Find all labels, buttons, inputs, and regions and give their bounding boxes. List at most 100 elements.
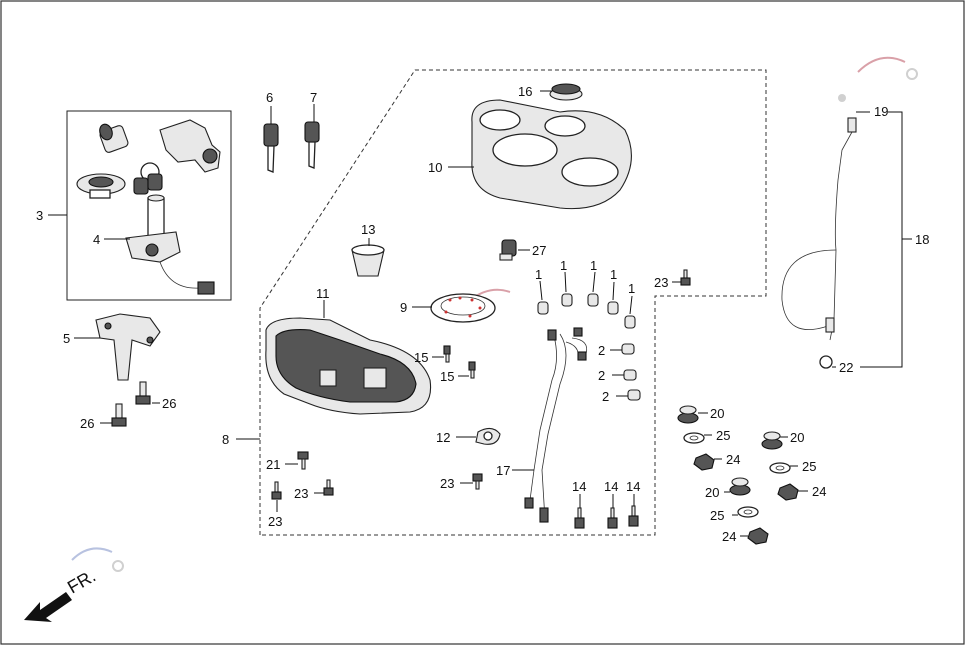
washer-25-b bbox=[769, 462, 791, 474]
meter-assembly-boundary bbox=[259, 69, 767, 536]
washer-25-c bbox=[737, 506, 759, 518]
lock-cylinder-small bbox=[99, 123, 129, 153]
label-26-upper: 26 bbox=[162, 396, 176, 411]
bulb-1-a bbox=[537, 301, 549, 315]
label-23-lower-center: 23 bbox=[294, 486, 308, 501]
screw-23-lower-left bbox=[271, 481, 282, 500]
label-5: 5 bbox=[63, 331, 70, 346]
bulb-2-b bbox=[623, 369, 637, 381]
ignition-switch bbox=[125, 194, 215, 295]
label-20-a: 20 bbox=[710, 406, 724, 421]
label-1-b: 1 bbox=[560, 258, 567, 273]
label-1-d: 1 bbox=[610, 267, 617, 282]
bulb-2-c bbox=[627, 389, 641, 401]
lock-cap-round bbox=[76, 173, 126, 199]
label-20-b: 20 bbox=[790, 430, 804, 445]
washer-25-a bbox=[683, 432, 705, 444]
grommet-20-a bbox=[677, 405, 699, 424]
label-27: 27 bbox=[532, 243, 546, 258]
bolt-26-lower bbox=[111, 403, 127, 427]
label-19: 19 bbox=[874, 104, 888, 119]
front-direction-arrow-icon bbox=[24, 592, 72, 622]
label-18: 18 bbox=[915, 232, 929, 247]
meter-cover-10 bbox=[471, 99, 632, 210]
label-13: 13 bbox=[361, 222, 375, 237]
bulb-1-b bbox=[561, 293, 573, 307]
nut-24-a bbox=[693, 453, 715, 471]
label-4: 4 bbox=[93, 232, 100, 247]
label-15-upper: 15 bbox=[414, 350, 428, 365]
label-2-c: 2 bbox=[602, 389, 609, 404]
screw-14-c bbox=[628, 505, 639, 527]
meter-dial-9 bbox=[430, 293, 496, 323]
plug-27 bbox=[499, 239, 517, 261]
label-17: 17 bbox=[496, 463, 510, 478]
bulb-socket-13 bbox=[351, 244, 385, 277]
label-2-b: 2 bbox=[598, 368, 605, 383]
label-14-b: 14 bbox=[604, 479, 618, 494]
label-14-c: 14 bbox=[626, 479, 640, 494]
label-12: 12 bbox=[436, 430, 450, 445]
nut-24-b bbox=[777, 483, 799, 501]
label-26-lower: 26 bbox=[80, 416, 94, 431]
front-direction-label: FR. bbox=[64, 566, 99, 598]
bulb-2-a bbox=[621, 343, 635, 355]
nut-24-c bbox=[747, 527, 769, 545]
grommet-20-c bbox=[729, 477, 751, 496]
grommet-16 bbox=[549, 83, 583, 101]
label-23-upper-right: 23 bbox=[654, 275, 668, 290]
key-7 bbox=[304, 121, 320, 169]
keys-on-ring bbox=[133, 162, 163, 195]
label-10: 10 bbox=[428, 160, 442, 175]
clamp-12 bbox=[475, 427, 501, 445]
bulb-1-d bbox=[607, 301, 619, 315]
screw-14-b bbox=[607, 507, 618, 529]
ignition-set-frame bbox=[66, 110, 232, 301]
screw-14-a bbox=[574, 507, 585, 529]
label-2-a: 2 bbox=[598, 343, 605, 358]
label-6: 6 bbox=[266, 90, 273, 105]
label-25-b: 25 bbox=[802, 459, 816, 474]
screw-23-upper-right bbox=[680, 269, 691, 286]
key-6 bbox=[263, 123, 279, 173]
screw-15-upper bbox=[443, 345, 451, 363]
label-24-a: 24 bbox=[726, 452, 740, 467]
label-25-a: 25 bbox=[716, 428, 730, 443]
screw-23-lower-center bbox=[323, 479, 334, 496]
bulb-1-e bbox=[624, 315, 636, 329]
wire-harness-17 bbox=[524, 327, 588, 523]
grommet-20-b bbox=[761, 431, 783, 450]
label-14-a: 14 bbox=[572, 479, 586, 494]
watermark-bottom-left bbox=[71, 547, 124, 572]
meter-case-11 bbox=[265, 317, 432, 415]
label-20-c: 20 bbox=[705, 485, 719, 500]
speedometer-cable-18 bbox=[781, 117, 857, 369]
label-8: 8 bbox=[222, 432, 229, 447]
label-3: 3 bbox=[36, 208, 43, 223]
label-11: 11 bbox=[316, 286, 330, 301]
label-21: 21 bbox=[266, 457, 280, 472]
bulb-1-c bbox=[587, 293, 599, 307]
screw-21 bbox=[297, 451, 309, 470]
label-9: 9 bbox=[400, 300, 407, 315]
label-15-lower: 15 bbox=[440, 369, 454, 384]
label-16: 16 bbox=[518, 84, 532, 99]
label-24-b: 24 bbox=[812, 484, 826, 499]
label-24-c: 24 bbox=[722, 529, 736, 544]
seat-lock-body bbox=[159, 119, 221, 173]
label-1-c: 1 bbox=[590, 258, 597, 273]
screw-15-lower bbox=[468, 361, 476, 379]
bracket-5 bbox=[95, 313, 161, 381]
label-23-middle: 23 bbox=[440, 476, 454, 491]
screw-23-middle bbox=[472, 473, 483, 490]
label-23-lower-left: 23 bbox=[268, 514, 282, 529]
bolt-26-upper bbox=[135, 381, 151, 405]
label-7: 7 bbox=[310, 90, 317, 105]
label-22: 22 bbox=[839, 360, 853, 375]
label-1-a: 1 bbox=[535, 267, 542, 282]
watermark-top-right bbox=[838, 56, 918, 102]
label-1-e: 1 bbox=[628, 281, 635, 296]
